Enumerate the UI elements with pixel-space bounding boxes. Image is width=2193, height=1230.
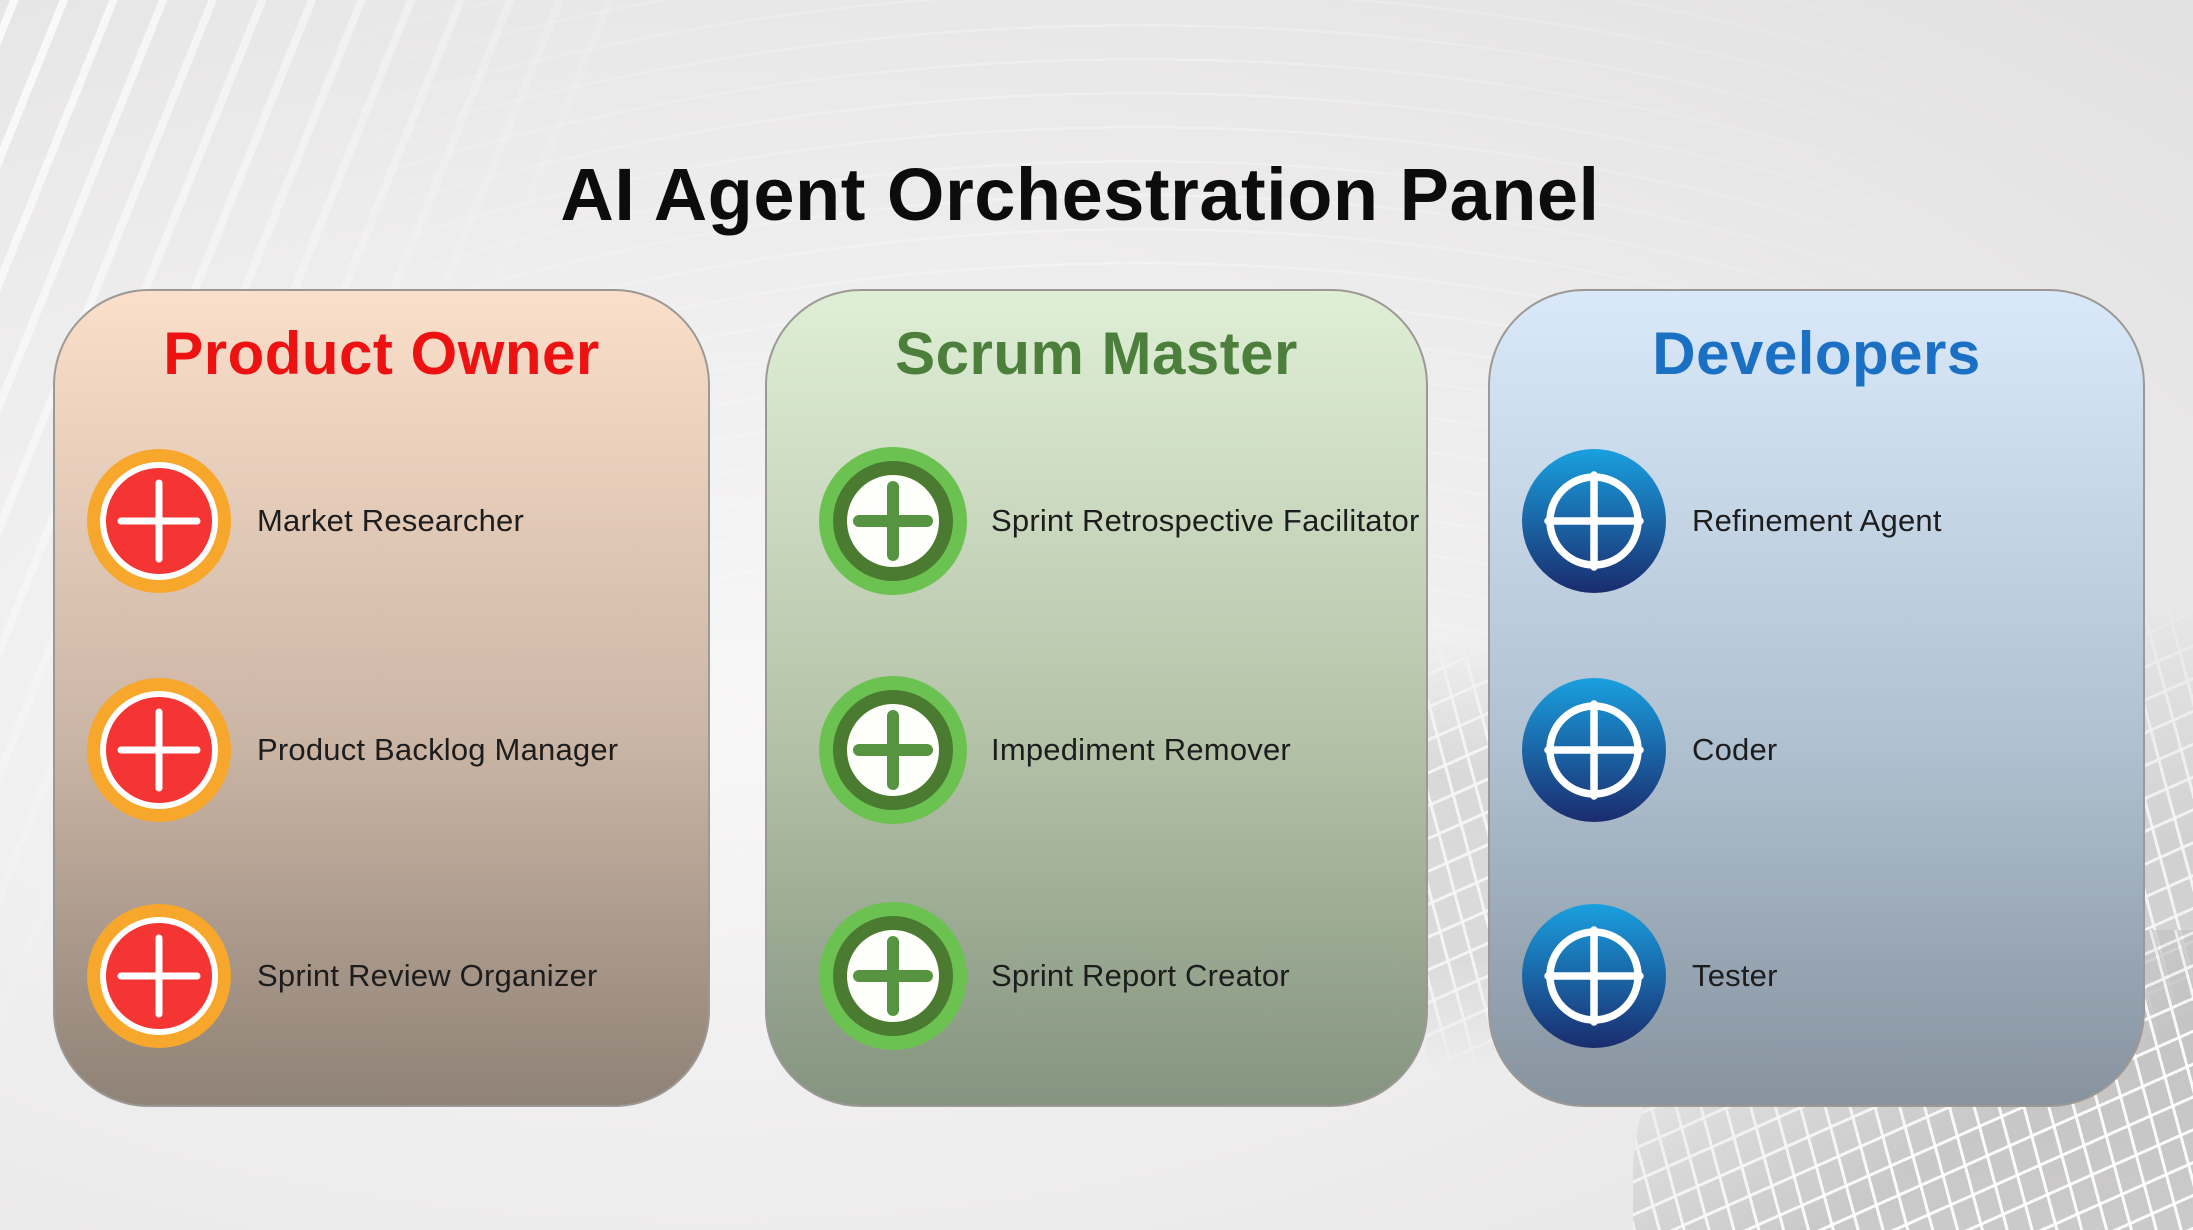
product-owner-title: Product Owner — [163, 320, 600, 387]
agent-row: Sprint Retrospective Facilitator — [819, 447, 1420, 595]
agent-label: Sprint Retrospective Facilitator — [991, 503, 1420, 538]
product-owner-panel: Product Owner Market Researcher Product … — [53, 289, 710, 1107]
agent-label: Tester — [1692, 958, 1778, 993]
agent-label: Coder — [1692, 732, 1778, 767]
scrum-master-title: Scrum Master — [895, 320, 1298, 387]
add-agent-plus-icon[interactable] — [819, 676, 967, 824]
add-agent-plus-icon[interactable] — [819, 447, 967, 595]
page-title: AI Agent Orchestration Panel — [560, 152, 1600, 236]
add-agent-plus-icon[interactable] — [1520, 447, 1668, 595]
agent-row: Market Researcher — [85, 447, 524, 595]
agent-row: Product Backlog Manager — [85, 676, 618, 824]
agent-label: Product Backlog Manager — [257, 732, 619, 767]
add-agent-plus-icon[interactable] — [819, 902, 967, 1050]
developers-title: Developers — [1652, 320, 1981, 387]
agent-label: Sprint Review Organizer — [257, 958, 598, 993]
agent-row: Sprint Report Creator — [819, 902, 1290, 1050]
agent-row: Sprint Review Organizer — [85, 902, 598, 1050]
add-agent-plus-icon[interactable] — [85, 676, 233, 824]
add-agent-plus-icon[interactable] — [1520, 902, 1668, 1050]
agent-row: Impediment Remover — [819, 676, 1291, 824]
agent-row: Refinement Agent — [1520, 447, 1942, 595]
agent-row: Tester — [1520, 902, 1778, 1050]
developers-panel: Developers Refinement Agent — [1488, 289, 2145, 1107]
scrum-master-panel: Scrum Master Sprint Retrospective Facili… — [765, 289, 1428, 1107]
agent-label: Refinement Agent — [1692, 503, 1942, 538]
add-agent-plus-icon[interactable] — [85, 447, 233, 595]
agent-label: Sprint Report Creator — [991, 958, 1290, 993]
agent-label: Market Researcher — [257, 503, 524, 538]
agent-row: Coder — [1520, 676, 1777, 824]
add-agent-plus-icon[interactable] — [1520, 676, 1668, 824]
add-agent-plus-icon[interactable] — [85, 902, 233, 1050]
agent-label: Impediment Remover — [991, 732, 1291, 767]
